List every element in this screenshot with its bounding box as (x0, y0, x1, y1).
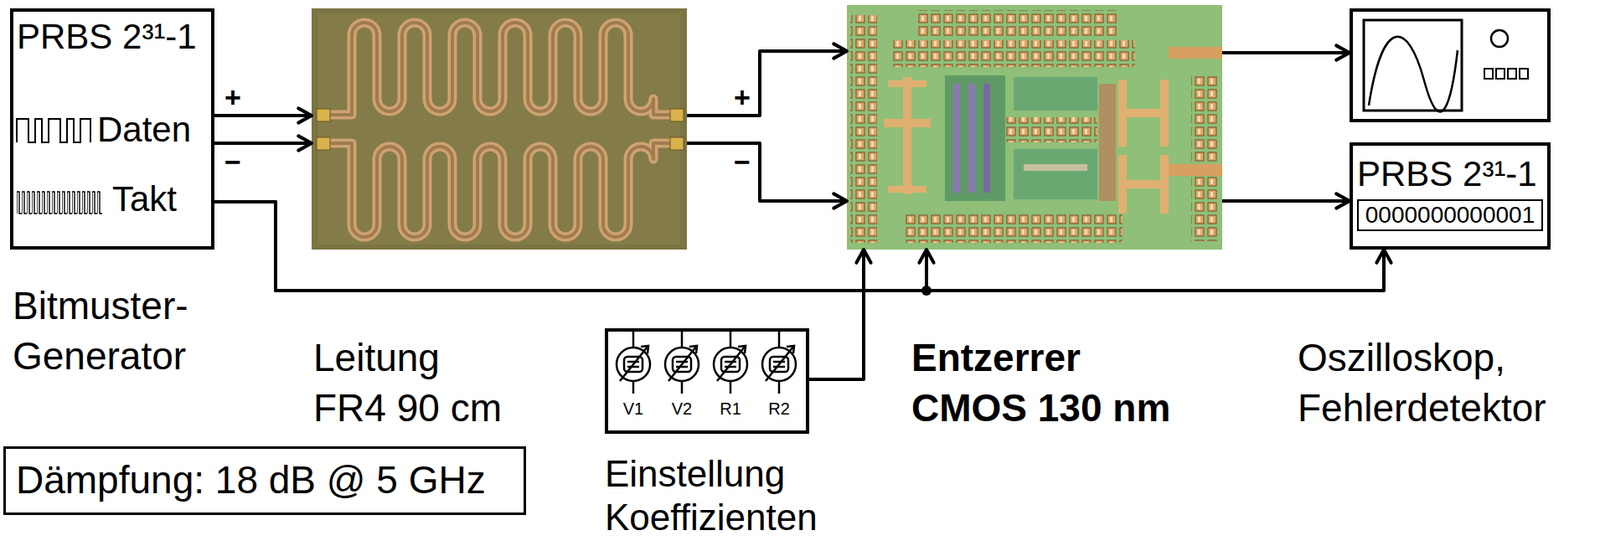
arrowhead (833, 43, 847, 58)
pattern-label: PRBS 2³¹-1 (16, 16, 197, 57)
arrowhead (298, 135, 312, 150)
signal-connector (1222, 51, 1350, 55)
device-caption: Bitmuster- Generator (12, 280, 214, 382)
arrowhead (1336, 193, 1350, 208)
device-caption: Oszilloskop, (1297, 332, 1549, 383)
signal-connector (214, 201, 927, 291)
oscilloscope-box: Oszilloskop, (1349, 8, 1551, 123)
source-name: V1 (616, 398, 651, 419)
device-caption: Leitung FR4 90 cm (313, 332, 515, 434)
data-waveform-icon (16, 118, 91, 143)
error-detector-box: PRBS 2³¹-1Fehlerdetektor0000000000001 (1349, 142, 1551, 250)
polarity-label: + (222, 82, 243, 112)
attenuation-note: Dämpfung: 18 dB @ 5 GHz (3, 446, 527, 516)
device-caption: Einstellung Koeffizienten (604, 452, 873, 540)
adjustable-source-symbols (616, 331, 796, 394)
bit-readout: 0000000000001 (1358, 201, 1542, 229)
polarity-label: − (222, 147, 243, 176)
signal-connector (1222, 199, 1350, 203)
pattern-label: PRBS 2³¹-1 (1357, 154, 1538, 195)
signal-connector (214, 113, 312, 118)
polarity-label: + (732, 82, 753, 112)
signal-name: Takt (112, 179, 177, 220)
arrowhead (1336, 45, 1350, 60)
signal-connector (214, 141, 312, 145)
transmission-line-board: Leitung FR4 90 cm (311, 8, 687, 250)
source-name: R1 (713, 398, 748, 419)
oscilloscope-symbol (1363, 20, 1528, 113)
arrowhead (856, 249, 871, 264)
source-name: R2 (762, 398, 796, 419)
arrowhead (833, 193, 847, 208)
device-caption: Entzerrer CMOS 130 nm (911, 332, 1184, 434)
attenuation-value: Dämpfung: 18 dB @ 5 GHz (15, 458, 486, 503)
device-caption: Fehlerdetektor (1297, 382, 1566, 434)
chip-die (846, 5, 1223, 250)
signal-connector (686, 143, 847, 202)
signal-name: Daten (97, 109, 191, 150)
polarity-label: − (732, 147, 753, 176)
signal-connector (214, 201, 1384, 291)
bit-display: 0000000000001 (1357, 199, 1544, 232)
signal-connector (686, 51, 847, 116)
clock-waveform-icon (16, 190, 103, 215)
source-name: V2 (665, 398, 699, 419)
arrowhead (298, 108, 312, 123)
generator-box: PRBS 2³¹-1DatenTaktBitmuster- Generator (10, 8, 215, 250)
pcb-board (311, 8, 687, 250)
arrowhead (1376, 249, 1391, 264)
equalizer-chip: Entzerrer CMOS 130 nm (846, 5, 1223, 250)
coefficient-box: V1V2R1R2Einstellung Koeffizienten (604, 328, 810, 434)
signal-connector (809, 249, 864, 380)
arrowhead (918, 249, 934, 264)
